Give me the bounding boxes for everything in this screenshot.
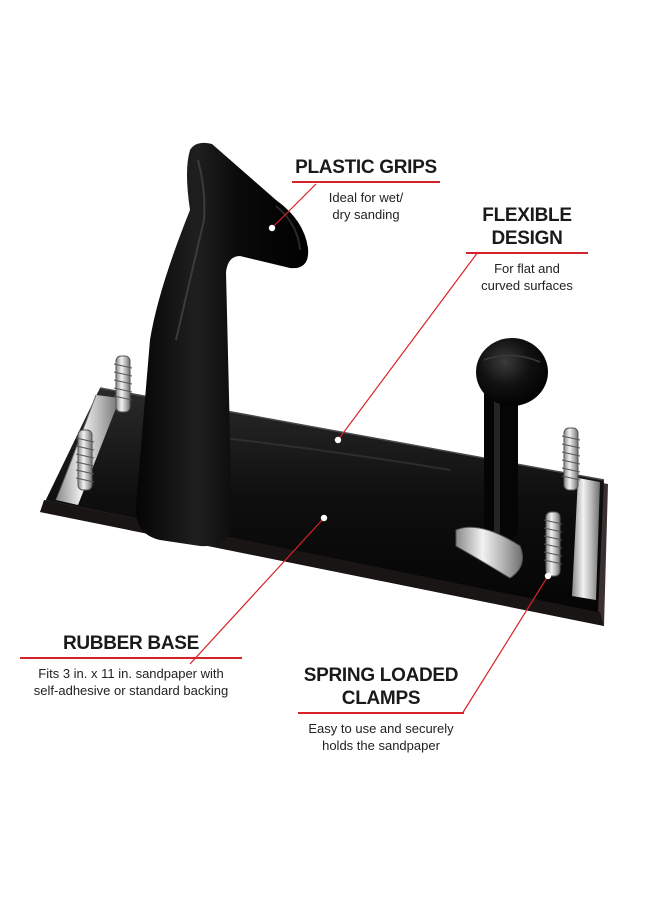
leader-dots: [268, 224, 552, 580]
callout-rubber-base: RUBBER BASE Fits 3 in. x 11 in. sandpape…: [20, 632, 242, 699]
callout-desc-line2: self-adhesive or standard backing: [33, 682, 229, 698]
right-spring-icon: [543, 427, 581, 577]
callout-title-line2: DESIGN: [491, 228, 563, 249]
callout-spring-loaded-clamps: SPRING LOADED CLAMPS Easy to use and sec…: [298, 664, 464, 754]
callout-plastic-grips: PLASTIC GRIPS Ideal for wet/ dry sanding: [292, 156, 440, 223]
callout-title: RUBBER BASE: [62, 633, 200, 654]
callout-desc-line2: curved surfaces: [481, 277, 573, 293]
callout-desc-line2: dry sanding: [332, 206, 400, 222]
callout-rule: [466, 252, 588, 254]
callout-desc-line1: For flat and: [494, 260, 560, 276]
right-clamp-plate: [572, 478, 600, 600]
knob-handle: [455, 338, 548, 579]
leader-lines: [189, 183, 549, 715]
callout-desc-line2: holds the sandpaper: [322, 737, 440, 753]
callout-desc-line1: Easy to use and securely: [308, 720, 454, 736]
callout-title-line2: CLAMPS: [341, 688, 421, 709]
callout-rule: [292, 181, 440, 183]
callout-desc-line1: Fits 3 in. x 11 in. sandpaper with: [38, 665, 224, 681]
callout-rule: [20, 657, 242, 659]
callout-flexible-design: FLEXIBLE DESIGN For flat and curved surf…: [466, 204, 588, 294]
base-plate: [46, 387, 605, 612]
left-spring-icon: [75, 355, 133, 491]
callout-title-line1: FLEXIBLE: [482, 205, 572, 226]
callout-title: PLASTIC GRIPS: [295, 157, 437, 178]
callout-title-line1: SPRING LOADED: [303, 665, 459, 686]
callout-desc-line1: Ideal for wet/: [328, 189, 404, 205]
callout-rule: [298, 712, 464, 714]
plastic-handle: [135, 142, 309, 547]
